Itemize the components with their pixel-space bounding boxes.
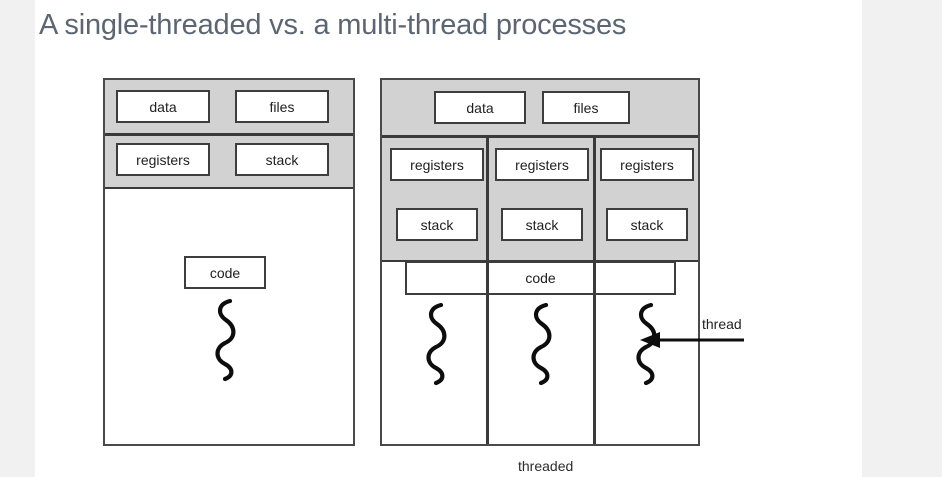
cell-data: data [434,91,526,124]
cell-files: files [542,91,630,124]
cell-registers: registers [116,143,210,176]
page-title: A single-threaded vs. a multi-thread pro… [39,9,627,41]
thread-column-divider-1 [486,135,489,444]
thread-squiggle-icon-1 [417,302,457,391]
cell-stack: stack [235,143,329,176]
thread-squiggle-icon-3 [627,302,667,391]
thread-callout-arrow-icon [640,330,745,355]
cell-code: code [184,256,266,289]
cell-stack-3: stack [606,208,688,241]
cell-code: code [405,261,676,295]
multi-threaded-process: data files registers stack registers sta… [380,78,700,446]
cell-registers-1: registers [390,148,484,181]
thread-squiggle-icon [206,298,246,387]
single-threaded-process: data files registers stack code [103,78,355,446]
content-sheet: A single-threaded vs. a multi-thread pro… [35,0,862,477]
thread-squiggle-icon-2 [522,302,562,391]
diagram-caption: threaded [518,458,574,474]
single-process-body-divider [105,187,353,189]
cell-stack-1: stack [396,208,478,241]
cell-files: files [235,90,329,123]
thread-column-divider-2 [593,135,596,444]
single-process-header-divider [105,133,353,136]
cell-stack-2: stack [501,208,583,241]
cell-registers-2: registers [495,148,589,181]
cell-data: data [116,90,210,123]
thread-label: thread [702,316,742,332]
cell-registers-3: registers [600,148,694,181]
multi-process-header-divider [382,135,698,138]
